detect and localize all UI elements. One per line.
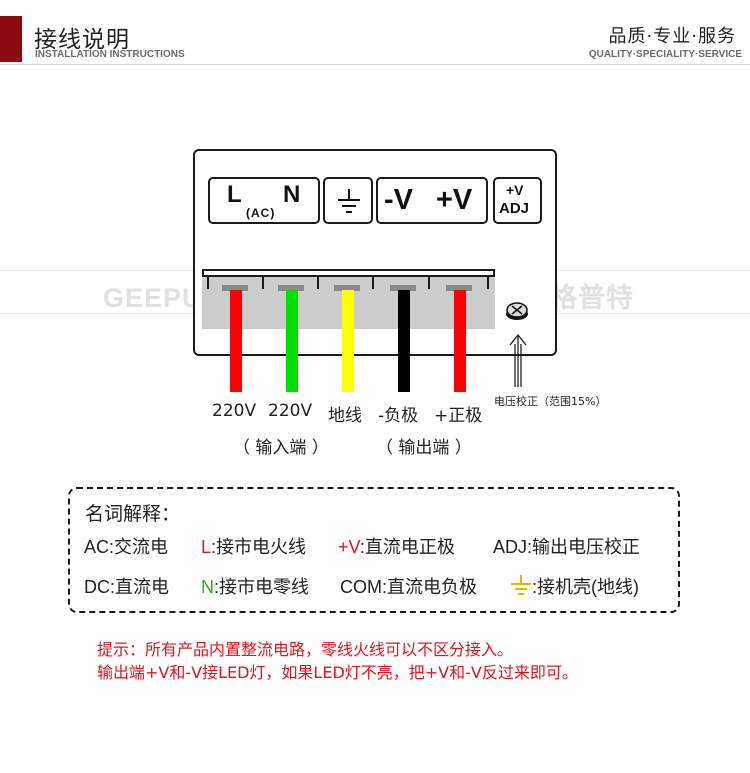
page-subtitle: INSTALLATION INSTRUCTIONS	[35, 49, 185, 60]
terminal-rail	[202, 269, 495, 277]
glossary-sep: :	[214, 577, 220, 597]
glossary-key: +V	[338, 537, 360, 557]
glossary-item: +V:直流电正极	[338, 533, 455, 559]
label-output: -V +V	[376, 177, 488, 224]
terminal-screw	[222, 285, 248, 291]
wire-label-positive: +正极	[434, 406, 483, 426]
glossary-sep: :	[110, 577, 116, 597]
glossary-text: 接机壳(地线)	[537, 577, 640, 597]
glossary-sep: :	[211, 537, 217, 557]
label-adj: +V ADJ	[493, 177, 542, 224]
glossary-item: AC:交流电	[84, 533, 168, 559]
glossary-text: 直流电	[115, 577, 170, 597]
label-ac: (AC)	[246, 206, 276, 220]
glossary-key: DC	[84, 577, 110, 597]
adj-note: 电压校正（范围15%）	[494, 395, 607, 408]
glossary-text: 交流电	[114, 537, 169, 557]
label-n: N	[283, 181, 301, 208]
terminal-separator	[428, 277, 430, 289]
glossary-sep: :	[109, 537, 115, 557]
wire-label-negative: -负极	[378, 406, 419, 426]
terminal-separator	[262, 277, 264, 289]
arrow-up-icon	[509, 333, 527, 387]
wire-n	[286, 290, 298, 392]
label-l: L	[227, 181, 242, 208]
glossary-item: :接机壳(地线)	[510, 573, 639, 599]
terminal-screw	[390, 285, 416, 291]
glossary-item: L:接市电火线	[201, 533, 306, 559]
hint-line-2: 输出端+V和-V接LED灯，如果LED灯不亮，把+V和-V反过来即可。	[97, 663, 578, 682]
page-header: 接线说明 INSTALLATION INSTRUCTIONS 品质·专业·服务 …	[0, 0, 750, 66]
page-title: 接线说明	[34, 27, 130, 53]
header-accent-bar	[0, 16, 22, 62]
hint-line-1: 提示：所有产品内置整流电路，零线火线可以不区分接入。	[97, 640, 514, 659]
slogan: 品质·专业·服务	[608, 26, 736, 47]
glossary-text: 直流电正极	[364, 537, 455, 557]
glossary-key: N	[201, 577, 214, 597]
glossary-text: 直流电负极	[387, 577, 478, 597]
terminal-separator	[207, 277, 209, 289]
ground-icon	[511, 575, 531, 595]
terminal-separator	[372, 277, 374, 289]
wire-negative	[398, 290, 410, 392]
wire-ground	[342, 290, 354, 392]
header-divider	[0, 64, 750, 65]
label-plus-v: +V	[436, 184, 473, 216]
glossary-sep: :	[527, 537, 533, 557]
glossary-text: 接市电火线	[216, 537, 307, 557]
adj-potentiometer-icon	[506, 302, 528, 320]
group-label-input: （ 输入端 ）	[233, 438, 329, 458]
glossary-key: AC	[84, 537, 110, 557]
label-adj-text: ADJ	[499, 200, 530, 217]
wire-label-n: 220V	[268, 401, 313, 421]
label-minus-v: -V	[384, 184, 413, 216]
glossary-key: ADJ	[493, 537, 528, 557]
terminal-separator	[487, 277, 489, 289]
wire-l	[230, 290, 242, 392]
glossary-box	[68, 487, 680, 613]
label-adj-plus-v: +V	[506, 182, 524, 198]
glossary-item: ADJ:输出电压校正	[493, 533, 640, 559]
glossary-text: 输出电压校正	[532, 537, 641, 557]
terminal-screw	[446, 285, 472, 291]
glossary-text: 接市电零线	[219, 577, 310, 597]
glossary-sep: :	[382, 577, 388, 597]
terminal-screw	[278, 285, 304, 291]
glossary-item: COM:直流电负极	[340, 573, 477, 599]
label-ground	[323, 177, 373, 224]
label-l-ac-n: L (AC) N	[208, 177, 320, 224]
wire-positive	[454, 290, 466, 392]
glossary-key: COM	[340, 577, 382, 597]
slogan-en: QUALITY·SPECIALITY·SERVICE	[588, 49, 742, 60]
wire-label-ground: 地线	[328, 406, 362, 426]
terminal-screw	[334, 285, 360, 291]
glossary-item: N:接市电零线	[201, 573, 309, 599]
glossary-item: DC:直流电	[84, 573, 169, 599]
group-label-output: （ 输出端 ）	[376, 438, 472, 458]
glossary-sep: :	[359, 537, 365, 557]
wire-label-l: 220V	[212, 401, 257, 421]
terminal-separator	[317, 277, 319, 289]
glossary-key: L	[201, 537, 212, 557]
glossary-title: 名词解释：	[85, 503, 181, 525]
glossary-sep: :	[532, 577, 538, 597]
ground-icon	[338, 189, 360, 213]
